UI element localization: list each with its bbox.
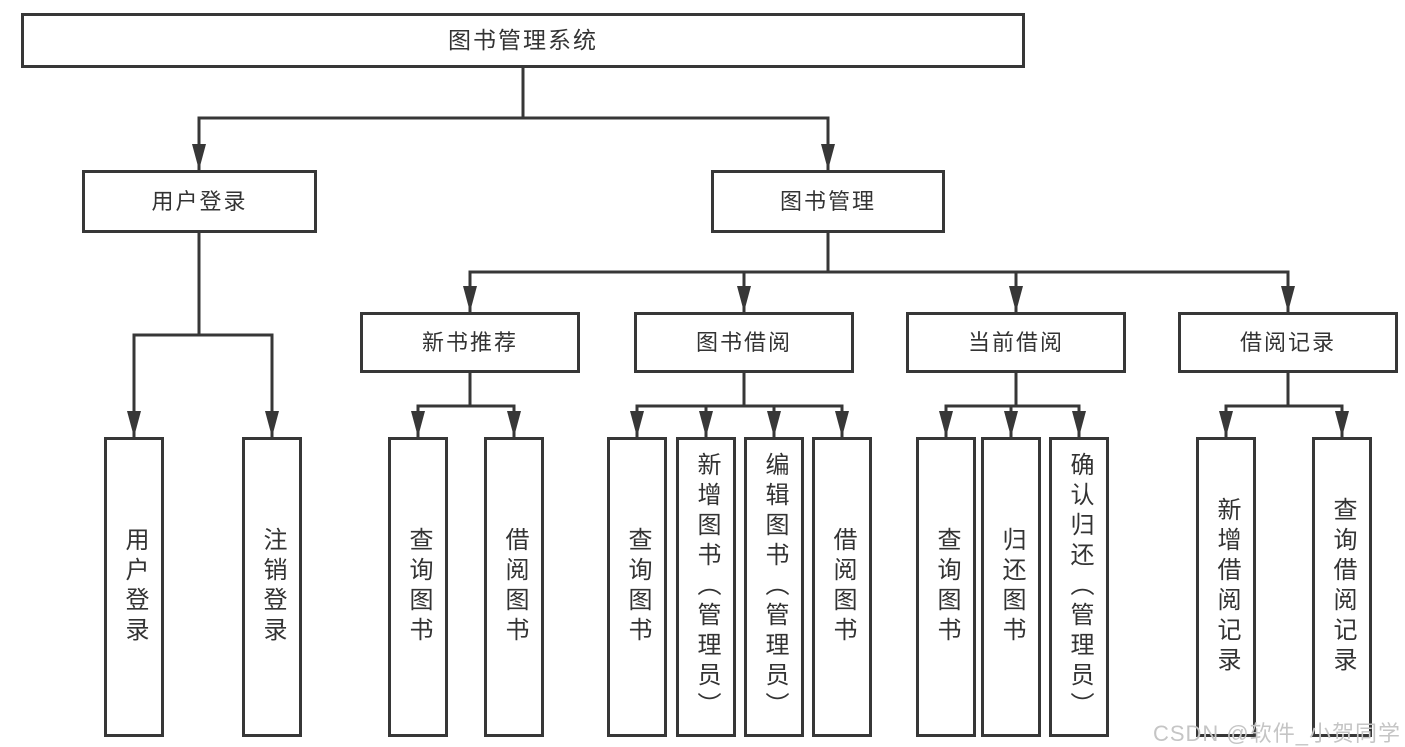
node-label: 借阅记录	[1239, 329, 1336, 355]
node-label: 新增借阅记录	[1213, 497, 1240, 677]
node-label: 确认归还（管理员）	[1066, 452, 1093, 722]
leaf-borrow-book-recommend: 借阅图书	[484, 437, 544, 737]
node-label: 注销登录	[259, 527, 286, 647]
node-label: 查询图书	[933, 527, 960, 647]
connector-current-borrow-split	[944, 371, 1081, 408]
connector-book-borrow-split	[635, 371, 844, 408]
node-label: 查询借阅记录	[1329, 497, 1356, 677]
node-label: 图书借阅	[695, 329, 792, 355]
connector-borrow-record-split	[1224, 371, 1344, 408]
node-label: 图书管理系统	[448, 27, 598, 53]
node-label: 归还图书	[998, 527, 1025, 647]
node-new-book-recommend: 新书推荐	[360, 312, 580, 373]
connector-root-split	[197, 66, 830, 120]
leaf-query-borrow-record: 查询借阅记录	[1312, 437, 1372, 737]
node-label: 用户登录	[151, 188, 248, 214]
node-borrow-records: 借阅记录	[1178, 312, 1398, 373]
node-label: 图书管理	[779, 188, 876, 214]
leaf-add-book-admin: 新增图书（管理员）	[676, 437, 736, 737]
node-user-login: 用户登录	[82, 170, 317, 233]
node-library-system: 图书管理系统	[21, 13, 1025, 68]
connector-lines	[127, 66, 1349, 439]
leaf-confirm-return-admin: 确认归还（管理员）	[1049, 437, 1109, 737]
connector-new-book-split	[416, 371, 516, 408]
leaf-add-borrow-record: 新增借阅记录	[1196, 437, 1256, 737]
leaf-query-book-borrow: 查询图书	[607, 437, 667, 737]
leaf-return-book: 归还图书	[981, 437, 1041, 737]
node-label: 编辑图书（管理员）	[761, 452, 788, 722]
leaf-edit-book-admin: 编辑图书（管理员）	[744, 437, 804, 737]
leaf-query-book-current: 查询图书	[916, 437, 976, 737]
node-label: 查询图书	[405, 527, 432, 647]
node-book-management: 图书管理	[711, 170, 945, 233]
node-label: 借阅图书	[501, 527, 528, 647]
csdn-watermark: CSDN @软件_小贺同学	[1152, 721, 1401, 746]
node-label: 新书推荐	[421, 329, 518, 355]
node-book-borrow: 图书借阅	[634, 312, 854, 373]
node-label: 新增图书（管理员）	[693, 452, 720, 722]
connector-user-login-split	[132, 231, 274, 337]
leaf-query-book-recommend: 查询图书	[388, 437, 448, 737]
node-label: 借阅图书	[829, 527, 856, 647]
node-label: 查询图书	[624, 527, 651, 647]
leaf-user-login: 用户登录	[104, 437, 164, 737]
node-label: 当前借阅	[967, 329, 1064, 355]
leaf-logout: 注销登录	[242, 437, 302, 737]
connector-book-management-split	[468, 231, 1290, 274]
node-current-borrow: 当前借阅	[906, 312, 1126, 373]
leaf-borrow-book: 借阅图书	[812, 437, 872, 737]
node-label: 用户登录	[121, 527, 148, 647]
